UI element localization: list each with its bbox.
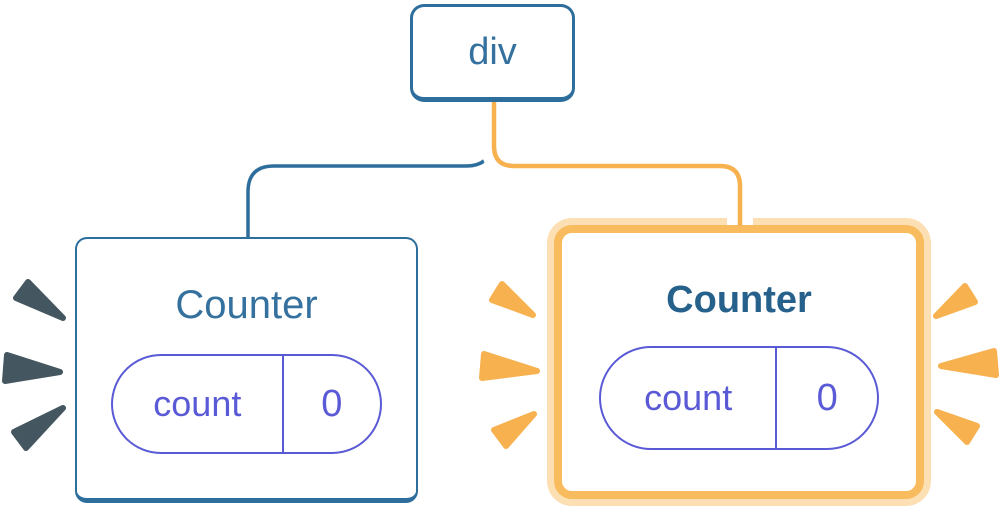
counter-title-left: Counter (175, 283, 318, 327)
spark-icon (491, 411, 537, 449)
state-key-right: count (644, 377, 733, 418)
spark-icon (11, 405, 66, 451)
spark-icon (13, 279, 66, 321)
state-pill-left: count 0 (111, 354, 382, 454)
spark-burst-left (2, 279, 66, 451)
root-div-node: div (410, 4, 575, 102)
spark-burst-right (933, 283, 999, 445)
spark-burst-middle (479, 281, 540, 449)
edge-div-to-left-counter (246, 104, 494, 239)
spark-icon (2, 352, 63, 384)
counter-title-right: Counter (666, 279, 812, 321)
state-value-left: 0 (281, 356, 380, 452)
spark-icon (934, 409, 980, 445)
spark-icon (489, 281, 536, 318)
state-pill-right: count 0 (599, 346, 879, 450)
edge-div-to-right-counter (491, 102, 743, 226)
edge-div-to-right-counter-casing (481, 102, 753, 225)
counter-card-left: Counter count 0 (75, 237, 418, 503)
state-value-right: 0 (775, 348, 877, 448)
counter-card-right-highlighted: Counter count 0 (554, 225, 924, 499)
spark-icon (938, 348, 999, 378)
spark-icon (479, 351, 540, 381)
state-key-left: count (153, 383, 242, 424)
root-div-label: div (468, 30, 517, 73)
spark-icon (933, 283, 978, 319)
